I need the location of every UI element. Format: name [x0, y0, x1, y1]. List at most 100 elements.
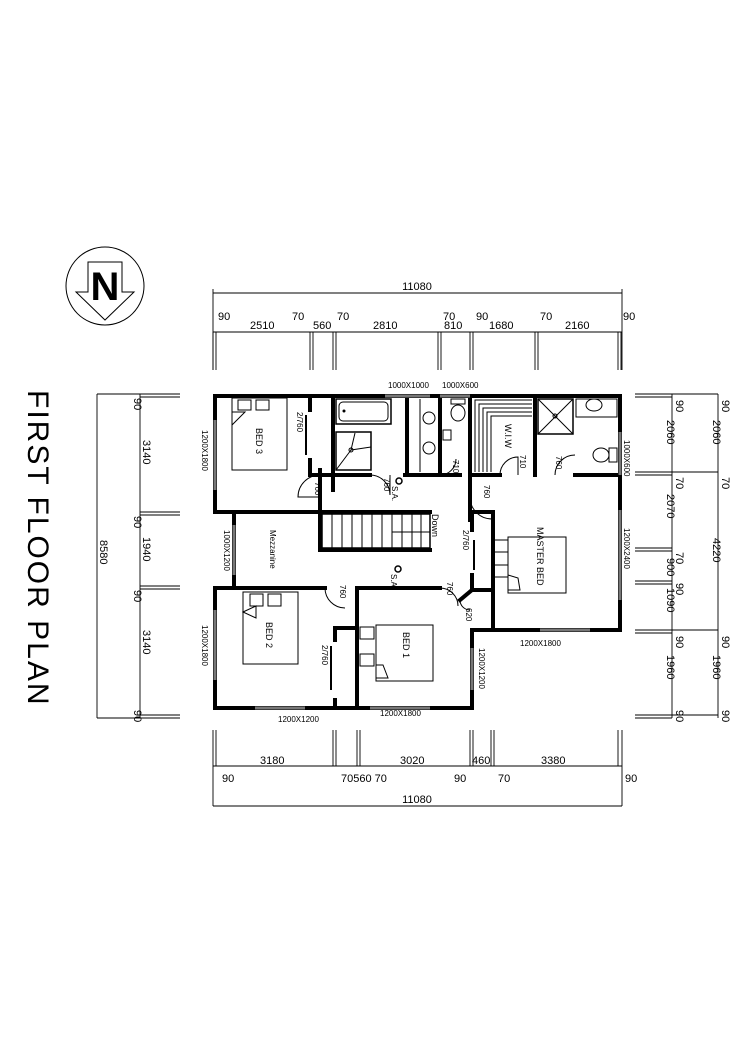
door-label: 710 — [518, 455, 527, 469]
smoke-alarm-label: S.A. — [390, 486, 399, 501]
room-bed1: BED 1 — [401, 632, 411, 658]
door-label: 2/760 — [295, 412, 304, 433]
room-bed3: BED 3 — [254, 428, 264, 454]
dim-top-wall: 90 — [476, 311, 488, 323]
dim-right-wall: 90 — [673, 583, 685, 595]
window-label: 1200X1800 — [200, 430, 209, 471]
dim-right-wall: 90 — [673, 400, 685, 412]
room-master-bed: MASTER BED — [535, 527, 545, 586]
shower-icon — [335, 431, 372, 471]
dim-left-wall: 90 — [131, 516, 143, 528]
ensuite-shower-icon — [537, 398, 574, 435]
dim-bottom-wall: 70560 70 — [341, 773, 387, 785]
dim-left-wall: 90 — [131, 710, 143, 722]
dim-right-outer-seg: 2060 — [710, 420, 722, 444]
window-label: 1000X600 — [442, 381, 479, 390]
dim-bottom-seg: 3180 — [260, 755, 284, 767]
plan-title: FIRST FLOOR PLAN — [21, 390, 54, 707]
window-label: 1000X600 — [622, 440, 631, 477]
room-bed2: BED 2 — [264, 622, 274, 648]
dim-right-outer-wall: 90 — [719, 636, 731, 648]
door-label: 760 — [338, 585, 347, 599]
door-label: 620 — [464, 608, 473, 622]
dim-left-wall: 90 — [131, 590, 143, 602]
dim-right-seg: 1090 — [664, 588, 676, 612]
dim-bottom-seg: 3020 — [400, 755, 424, 767]
dim-right-wall: 90 — [673, 710, 685, 722]
north-arrow-icon: N — [65, 246, 145, 326]
window-label: 1200X1800 — [380, 709, 421, 718]
door-label: 2/760 — [320, 645, 329, 666]
dim-right-seg: 1960 — [664, 655, 676, 679]
dim-right-wall: 70 — [673, 552, 685, 564]
dim-top-wall: 70 — [337, 311, 349, 323]
window-label: 1200X1800 — [520, 639, 561, 648]
window-label: 1000X1200 — [222, 530, 231, 571]
dim-right-outer-wall: 70 — [719, 477, 731, 489]
window-label: 1000X1000 — [388, 381, 429, 390]
dim-left-wall: 90 — [131, 398, 143, 410]
top-dimensions: 11080 2510 560 2810 810 1680 2160 90 70 … — [212, 281, 635, 370]
dim-right-seg: 2060 — [664, 420, 676, 444]
dim-right-outer-wall: 90 — [719, 710, 731, 722]
dim-bottom-overall: 11080 — [402, 794, 432, 806]
master-bed-furniture — [493, 536, 567, 594]
dim-top-wall: 90 — [623, 311, 635, 323]
room-walk-in-wardrobe: W.I.W — [503, 424, 513, 448]
dim-bottom-wall: 90 — [625, 773, 637, 785]
dim-top-overall: 11080 — [402, 281, 432, 293]
bed2-furniture — [241, 591, 299, 665]
smoke-alarm-label: S.A. — [389, 574, 398, 589]
toilet-icon — [442, 398, 466, 441]
room-mezzanine: Mezzanine — [268, 530, 277, 569]
dim-left-seg: 3140 — [140, 440, 152, 464]
dim-right-outer-seg: 1960 — [710, 655, 722, 679]
vanity-basins-icon — [419, 399, 436, 472]
dim-top-seg: 1680 — [489, 320, 513, 332]
dim-left-seg: 1940 — [140, 537, 152, 561]
window-label: 1200X1200 — [477, 648, 486, 689]
dim-left-overall: 8580 — [97, 540, 109, 564]
dim-top-wall: 70 — [443, 311, 455, 323]
dim-bottom-seg: 460 — [472, 755, 490, 767]
stairs-down-label: Down — [430, 514, 440, 537]
smoke-alarm-icon — [394, 477, 403, 573]
dim-left-seg: 3140 — [140, 630, 152, 654]
door-label: 760 — [313, 482, 322, 496]
left-dimensions: 90 3140 90 1940 90 3140 90 8580 — [96, 393, 180, 722]
north-letter: N — [91, 265, 120, 309]
dim-top-seg: 560 — [313, 320, 331, 332]
staircase — [321, 513, 431, 549]
dim-top-seg: 2160 — [565, 320, 589, 332]
door-label: 760 — [445, 582, 454, 596]
dim-right-seg: 2070 — [664, 494, 676, 518]
window-label: 1200X1200 — [278, 715, 319, 724]
bath-tub-icon — [335, 398, 392, 425]
door-label: 2/760 — [461, 530, 470, 551]
dim-top-seg: 2810 — [373, 320, 397, 332]
door-label: 710 — [451, 460, 460, 474]
windows — [213, 394, 622, 710]
wardrobe-shelves-icon — [474, 399, 532, 472]
dim-bottom-wall: 90 — [222, 773, 234, 785]
ensuite-toilet-icon — [592, 447, 618, 463]
dim-top-wall: 70 — [540, 311, 552, 323]
dim-top-seg: 810 — [444, 320, 462, 332]
dim-top-seg: 2510 — [250, 320, 274, 332]
dim-top-wall: 70 — [292, 311, 304, 323]
door-label: 760 — [382, 478, 391, 492]
dim-bottom-wall: 70 — [498, 773, 510, 785]
dim-right-wall: 70 — [673, 477, 685, 489]
bed3-furniture — [231, 397, 288, 471]
window-label: 1200X2400 — [622, 528, 631, 569]
bed1-furniture — [359, 624, 434, 682]
dim-top-wall: 90 — [218, 311, 230, 323]
bottom-dimensions: 3180 3020 460 3380 90 70560 70 90 70 90 … — [212, 730, 637, 807]
right-dimensions: 90 2060 70 2070 70 900 90 1090 90 1960 9… — [635, 393, 731, 722]
door-label: 760 — [482, 485, 491, 499]
window-label: 1200X1800 — [200, 625, 209, 666]
dim-right-seg: 900 — [664, 558, 676, 576]
ensuite-basin-icon — [575, 398, 618, 418]
dim-right-wall: 90 — [673, 636, 685, 648]
dim-bottom-wall: 90 — [454, 773, 466, 785]
